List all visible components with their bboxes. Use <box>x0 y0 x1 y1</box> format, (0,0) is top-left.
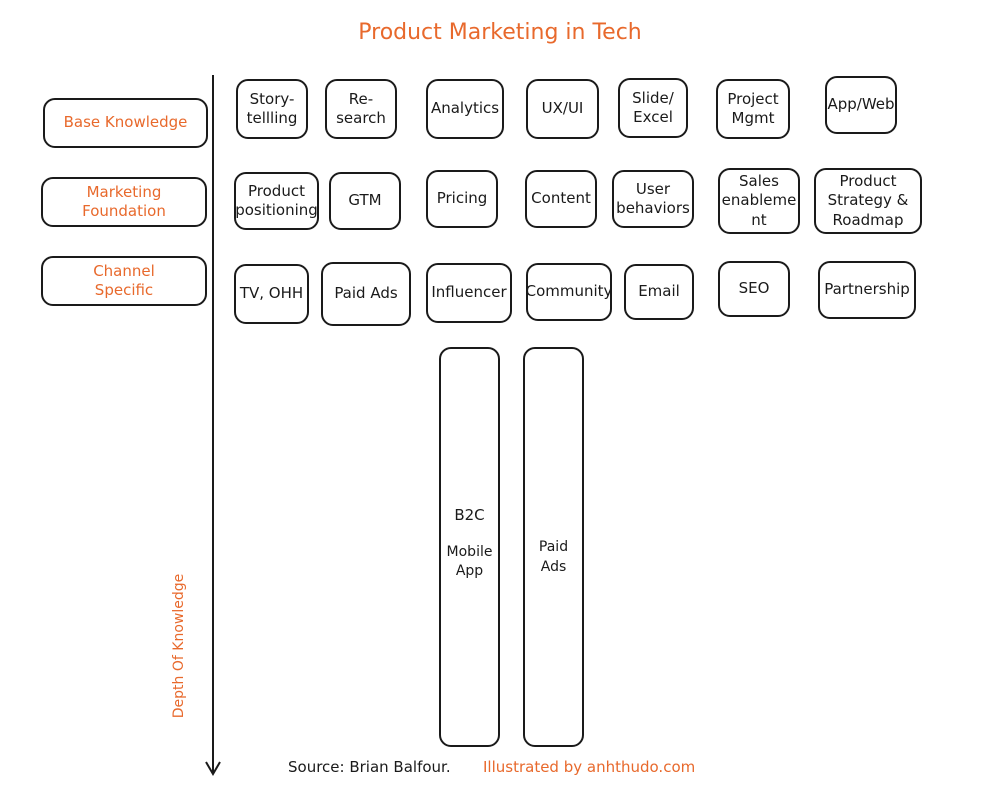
row-label-text: Marketing Foundation <box>82 182 166 221</box>
row-label-text: Channel Specific <box>93 261 155 300</box>
skill-label: UX/UI <box>541 99 584 118</box>
depth-column-b2c-mobile-app: B2C Mobile App <box>439 347 500 747</box>
skill-content: Content <box>525 170 597 228</box>
skill-label: App/Web <box>827 95 895 114</box>
skill-label: Analytics <box>430 99 500 118</box>
skill-seo: SEO <box>718 261 790 317</box>
skill-label: Community <box>525 282 613 301</box>
row-label-marketing-foundation: Marketing Foundation <box>41 177 207 227</box>
skill-community: Community <box>526 263 612 321</box>
skill-user-behaviors: User behaviors <box>612 170 694 228</box>
skill-label: TV, OHH <box>239 284 304 303</box>
depth-column-paid-ads: Paid Ads <box>523 347 584 747</box>
row-label-base-knowledge: Base Knowledge <box>43 98 208 148</box>
skill-storytelling: Story- tellling <box>236 79 308 139</box>
skill-label: Email <box>638 282 680 301</box>
skill-gtm: GTM <box>329 172 401 230</box>
skill-email: Email <box>624 264 694 320</box>
skill-pricing: Pricing <box>426 170 498 228</box>
skill-research: Re- search <box>325 79 397 139</box>
skill-label: User behaviors <box>616 179 690 218</box>
row-label-channel-specific: Channel Specific <box>41 256 207 306</box>
skill-ux-ui: UX/UI <box>526 79 599 139</box>
skill-slide-excel: Slide/ Excel <box>618 78 688 138</box>
skill-label: Paid Ads <box>334 284 398 303</box>
skill-label: GTM <box>348 191 382 210</box>
skill-label: Pricing <box>436 189 488 208</box>
skill-product-positioning: Product positioning <box>234 172 319 230</box>
depth-column-text: Mobile App <box>446 543 493 580</box>
skill-app-web: App/Web <box>825 76 897 134</box>
skill-product-strategy-roadmap: Product Strategy & Roadmap <box>814 168 922 234</box>
row-label-text: Base Knowledge <box>63 113 188 132</box>
skill-label: SEO <box>738 279 770 298</box>
skill-sales-enablement: Sales enableme nt <box>718 168 800 234</box>
diagram-title: Product Marketing in Tech <box>358 20 642 45</box>
skill-label: Product Strategy & Roadmap <box>827 171 909 229</box>
skill-label: Partnership <box>824 280 910 299</box>
skill-label: Content <box>531 189 591 208</box>
skill-analytics: Analytics <box>426 79 504 139</box>
credit-text: Illustrated by anhthudo.com <box>483 758 696 776</box>
skill-influencer: Influencer <box>426 263 512 323</box>
skill-label: Story- tellling <box>246 89 298 128</box>
skill-label: Sales enableme nt <box>721 171 797 229</box>
skill-label: Influencer <box>431 283 507 302</box>
skill-project-mgmt: Project Mgmt <box>716 79 790 139</box>
skill-partnership: Partnership <box>818 261 916 319</box>
skill-label: Product positioning <box>235 181 318 220</box>
skill-paid-ads: Paid Ads <box>321 262 411 326</box>
depth-column-heading: B2C <box>454 506 485 524</box>
skill-tv-ohh: TV, OHH <box>234 264 309 324</box>
depth-column-text: Paid Ads <box>538 539 569 575</box>
skill-label: Project Mgmt <box>727 89 779 128</box>
source-text: Source: Brian Balfour. <box>288 758 451 776</box>
skill-label: Slide/ Excel <box>632 88 674 127</box>
skill-label: Re- search <box>336 89 386 128</box>
axis-label: Depth Of Knowledge <box>171 573 187 719</box>
